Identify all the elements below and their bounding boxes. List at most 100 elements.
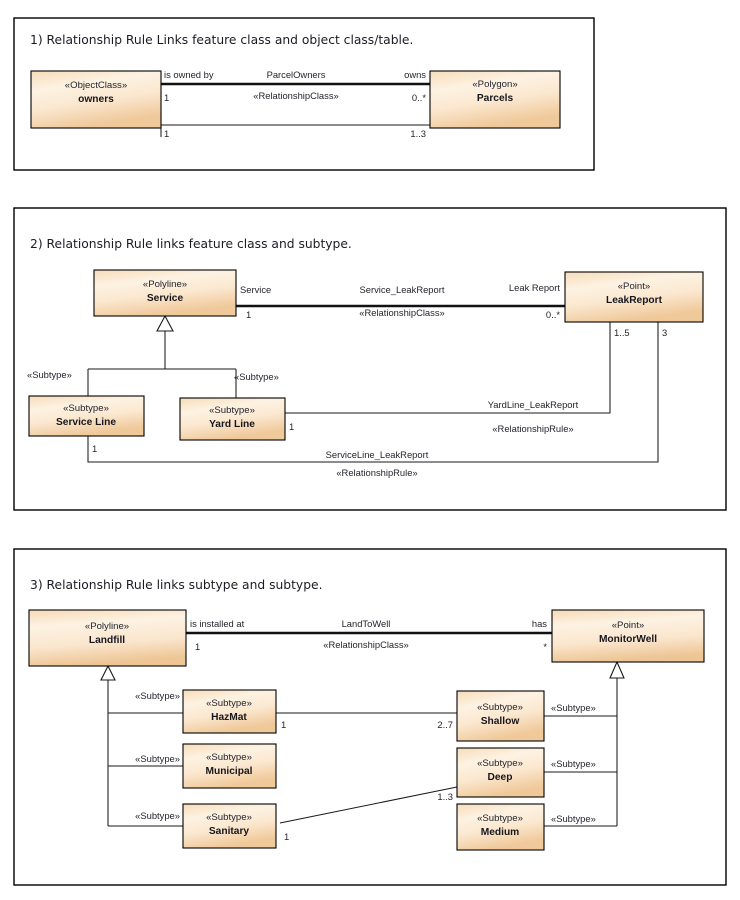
- uml-box-medium-stereotype: «Subtype»: [477, 813, 523, 824]
- label-connector-name-service-leakreport: Service_LeakReport: [360, 284, 445, 295]
- uml-box-municipal-stereotype: «Subtype»: [206, 752, 252, 763]
- uml-box-landfill-name: Landfill: [89, 635, 125, 646]
- mult-target-parcelowners: 0..*: [412, 92, 426, 103]
- mult-source-yardline-leakreport: 1: [289, 421, 294, 432]
- uml-box-landfill-stereotype: «Polyline»: [85, 621, 129, 632]
- mult-target-sanitary-deep: 1..3: [437, 791, 453, 802]
- uml-box-leakreport-rect[interactable]: [564, 271, 704, 323]
- uml-box-medium-name: Medium: [481, 827, 520, 838]
- uml-box-yard-line-rect[interactable]: [179, 397, 286, 441]
- uml-box-sanitary-rect[interactable]: [182, 803, 277, 849]
- label-stereotype-relationshiprule-2: «RelationshipRule»: [336, 467, 417, 478]
- uml-box-service[interactable]: «Polyline» Service: [93, 269, 237, 317]
- uml-box-municipal[interactable]: «Subtype» Municipal: [182, 743, 277, 789]
- uml-box-leakreport-stereotype: «Point»: [618, 281, 651, 292]
- uml-box-municipal-rect[interactable]: [182, 743, 277, 789]
- uml-box-deep-stereotype: «Subtype»: [477, 758, 523, 769]
- subtype-label-yard-line: «Subtype»: [234, 371, 279, 382]
- mult-target-landtowell: *: [543, 641, 547, 652]
- label-source-role-is-installed-at: is installed at: [190, 618, 245, 629]
- uml-box-parcels[interactable]: «Polygon» Parcels: [429, 70, 561, 129]
- label-target-role-has: has: [532, 618, 547, 629]
- uml-box-service-line-rect[interactable]: [28, 395, 145, 437]
- mult-target-yardline-leakreport: 1..5: [614, 327, 630, 338]
- connector-yardline-leakreport-line: [285, 322, 611, 414]
- uml-box-shallow-stereotype: «Subtype»: [477, 702, 523, 713]
- subtype-label-deep: «Subtype»: [551, 758, 596, 769]
- label-source-role-service: Service: [240, 284, 271, 295]
- uml-box-yard-line[interactable]: «Subtype» Yard Line: [179, 397, 286, 441]
- subtype-label-hazmat: «Subtype»: [135, 690, 180, 701]
- uml-box-shallow-rect[interactable]: [456, 690, 545, 742]
- label-connector-name-landtowell: LandToWell: [342, 618, 391, 629]
- panel-3: 3) Relationship Rule links subtype and s…: [13, 548, 727, 886]
- subtype-label-service-line: «Subtype»: [27, 369, 72, 380]
- uml-box-deep[interactable]: «Subtype» Deep: [456, 747, 545, 798]
- panel-1: 1) Relationship Rule Links feature class…: [13, 17, 595, 171]
- uml-box-leakreport-name: LeakReport: [606, 295, 663, 306]
- mult-source-landtowell: 1: [195, 641, 200, 652]
- uml-box-owners-rect[interactable]: [30, 70, 162, 129]
- panel-3-frame: [13, 548, 727, 886]
- uml-box-hazmat[interactable]: «Subtype» HazMat: [182, 689, 277, 734]
- uml-box-service-stereotype: «Polyline»: [143, 279, 187, 290]
- label-source-role-is-owned-by: is owned by: [164, 69, 214, 80]
- mult-source-service-leakreport: 1: [246, 309, 251, 320]
- uml-box-municipal-name: Municipal: [206, 766, 253, 777]
- uml-box-shallow[interactable]: «Subtype» Shallow: [456, 690, 545, 742]
- uml-box-sanitary-name: Sanitary: [209, 826, 250, 837]
- panel-1-title: 1) Relationship Rule Links feature class…: [30, 33, 413, 47]
- mult-source-parcelowners: 1: [164, 92, 169, 103]
- uml-box-owners-stereotype: «ObjectClass»: [65, 80, 127, 91]
- uml-box-owners[interactable]: «ObjectClass» owners: [30, 70, 162, 129]
- uml-box-sanitary-stereotype: «Subtype»: [206, 812, 252, 823]
- mult-target-hazmat-shallow: 2..7: [437, 719, 453, 730]
- uml-box-medium[interactable]: «Subtype» Medium: [456, 803, 545, 851]
- uml-box-service-line[interactable]: «Subtype» Service Line: [28, 395, 145, 437]
- subtype-label-medium: «Subtype»: [551, 813, 596, 824]
- inheritance-triangle-icon-monitorwell: [609, 660, 625, 679]
- connector-serviceline-leakreport-line: [87, 322, 659, 463]
- panel-2: 2) Relationship Rule links feature class…: [13, 207, 727, 511]
- label-connector-name-serviceline-leakreport: ServiceLine_LeakReport: [326, 449, 429, 460]
- label-connector-name-parcelowners: ParcelOwners: [267, 69, 326, 80]
- label-stereotype-relationshipclass-1: «RelationshipClass»: [253, 90, 338, 101]
- uml-box-landfill[interactable]: «Polyline» Landfill: [28, 609, 187, 667]
- uml-box-medium-rect[interactable]: [456, 803, 545, 851]
- uml-box-deep-rect[interactable]: [456, 747, 545, 798]
- subtype-label-shallow: «Subtype»: [551, 702, 596, 713]
- uml-box-service-line-stereotype: «Subtype»: [63, 403, 109, 414]
- panel-2-frame: [13, 207, 727, 511]
- uml-box-parcels-stereotype: «Polygon»: [472, 79, 517, 90]
- inheritance-triangle-icon-landfill: [100, 664, 116, 681]
- uml-box-deep-name: Deep: [488, 772, 513, 783]
- mult-source-sanitary-deep: 1: [284, 831, 289, 842]
- connector-sanitary-deep-line: [279, 786, 458, 824]
- panel-3-title: 3) Relationship Rule links subtype and s…: [30, 578, 322, 592]
- uml-box-parcels-rect[interactable]: [429, 70, 561, 129]
- uml-box-service-line-name: Service Line: [56, 417, 116, 428]
- uml-box-service-rect[interactable]: [93, 269, 237, 317]
- label-stereotype-relationshipclass-3: «RelationshipClass»: [323, 639, 408, 650]
- uml-box-hazmat-name: HazMat: [211, 712, 247, 723]
- uml-box-hazmat-stereotype: «Subtype»: [206, 698, 252, 709]
- uml-box-monitorwell-stereotype: «Point»: [612, 620, 645, 631]
- subtype-label-sanitary: «Subtype»: [135, 810, 180, 821]
- uml-box-sanitary[interactable]: «Subtype» Sanitary: [182, 803, 277, 849]
- label-stereotype-relationshiprule-1: «RelationshipRule»: [492, 423, 573, 434]
- uml-box-yard-line-stereotype: «Subtype»: [209, 405, 255, 416]
- uml-box-monitorwell[interactable]: «Point» MonitorWell: [551, 609, 705, 663]
- mult-source-serviceline-leakreport: 1: [92, 443, 97, 454]
- label-stereotype-relationshipclass-2: «RelationshipClass»: [359, 307, 444, 318]
- uml-box-leakreport[interactable]: «Point» LeakReport: [564, 271, 704, 323]
- uml-box-service-name: Service: [147, 293, 184, 304]
- uml-box-monitorwell-rect[interactable]: [551, 609, 705, 663]
- uml-box-monitorwell-name: MonitorWell: [599, 634, 657, 645]
- uml-box-hazmat-rect[interactable]: [182, 689, 277, 734]
- uml-box-landfill-rect[interactable]: [28, 609, 187, 667]
- mult-target-parcelowners-lower: 1..3: [410, 128, 426, 139]
- label-target-role-leak-report: Leak Report: [509, 282, 560, 293]
- label-connector-name-yardline-leakreport: YardLine_LeakReport: [488, 399, 579, 410]
